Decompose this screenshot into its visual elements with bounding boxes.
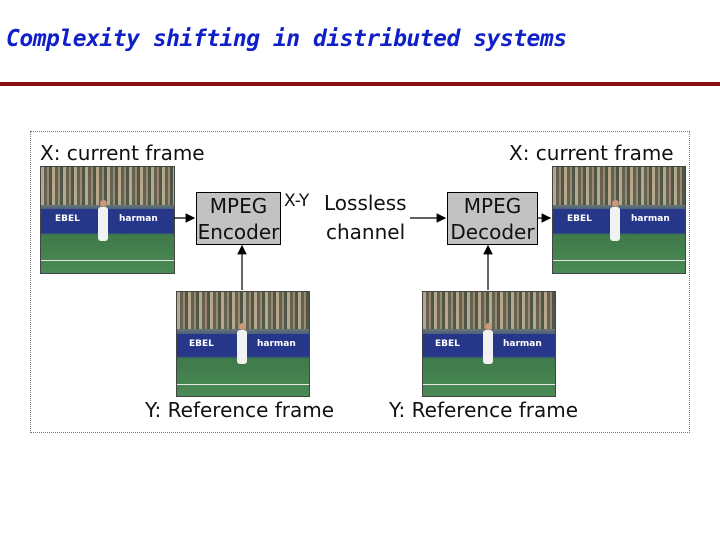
label-x-current-frame-left: X: current frame — [40, 141, 205, 165]
mpeg-decoder-box: MPEG Decoder — [447, 192, 538, 245]
label-lossless: Lossless — [324, 191, 407, 215]
title-rule — [0, 82, 720, 86]
label-x-minus-y: X-Y — [284, 191, 310, 211]
slide-title: Complexity shifting in distributed syste… — [6, 26, 567, 52]
diagram-panel — [30, 131, 690, 433]
label-x-current-frame-right: X: current frame — [509, 141, 674, 165]
decoder-line2: Decoder — [450, 220, 535, 244]
encoder-line1: MPEG — [209, 194, 268, 218]
mpeg-encoder-box: MPEG Encoder — [196, 192, 281, 245]
encoder-line2: Encoder — [197, 220, 280, 244]
label-channel: channel — [326, 220, 406, 244]
decoder-line1: MPEG — [463, 194, 522, 218]
label-y-reference-frame-right: Y: Reference frame — [389, 398, 579, 422]
label-y-reference-frame-left: Y: Reference frame — [145, 398, 335, 422]
